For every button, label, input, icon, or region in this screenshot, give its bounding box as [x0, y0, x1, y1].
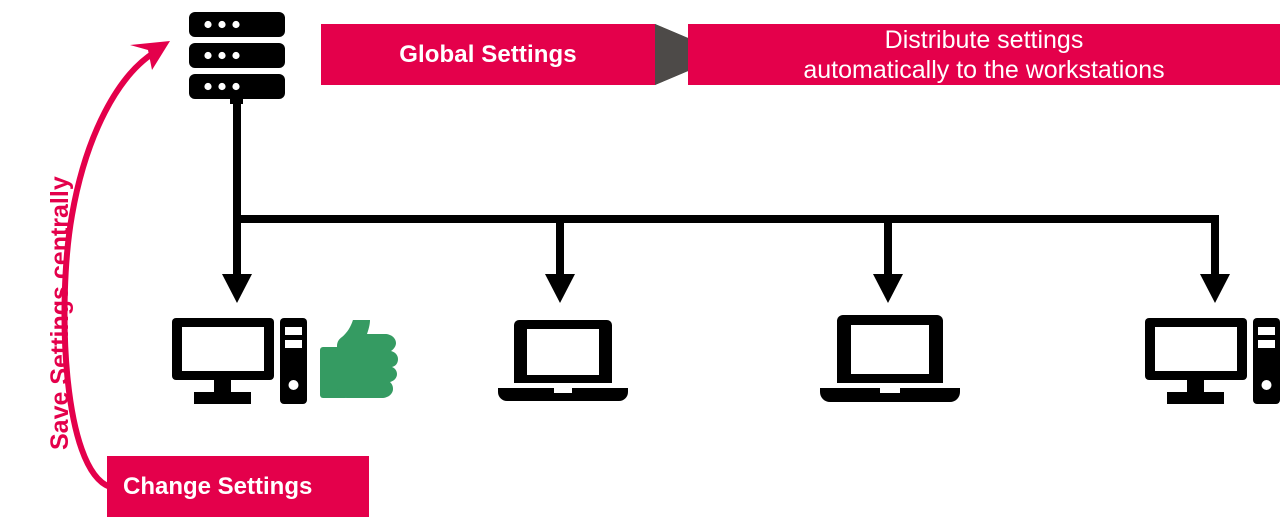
drop-line-3	[884, 215, 892, 280]
arrowhead-3	[873, 274, 903, 303]
server-stem-line	[233, 98, 241, 223]
workstation-desktop-1	[172, 318, 307, 404]
banner-global-settings-label: Global Settings	[399, 40, 577, 68]
banner-change-settings-label: Change Settings	[123, 472, 313, 500]
banner-change-settings: Change Settings	[107, 456, 369, 517]
arrowhead-2	[545, 274, 575, 303]
banner-distribute-settings-label: Distribute settings automatically to the…	[803, 25, 1165, 84]
thumbs-up-icon	[320, 320, 410, 398]
arrowhead-4	[1200, 274, 1230, 303]
feedback-arrow-curve	[61, 49, 158, 490]
bus-horizontal-line	[233, 215, 1219, 223]
banner-distribute-settings: Distribute settings automatically to the…	[688, 24, 1280, 85]
arrowhead-1	[222, 274, 252, 303]
workstation-laptop-3	[820, 315, 960, 403]
drop-line-4	[1211, 215, 1219, 280]
drop-line-2	[556, 215, 564, 280]
workstation-laptop-2	[498, 320, 628, 402]
workstation-desktop-4	[1145, 318, 1280, 404]
feedback-arrowhead	[130, 41, 170, 70]
server-rack-icon	[189, 12, 285, 104]
banner-global-settings: Global Settings	[321, 24, 655, 85]
drop-line-1	[233, 215, 241, 280]
